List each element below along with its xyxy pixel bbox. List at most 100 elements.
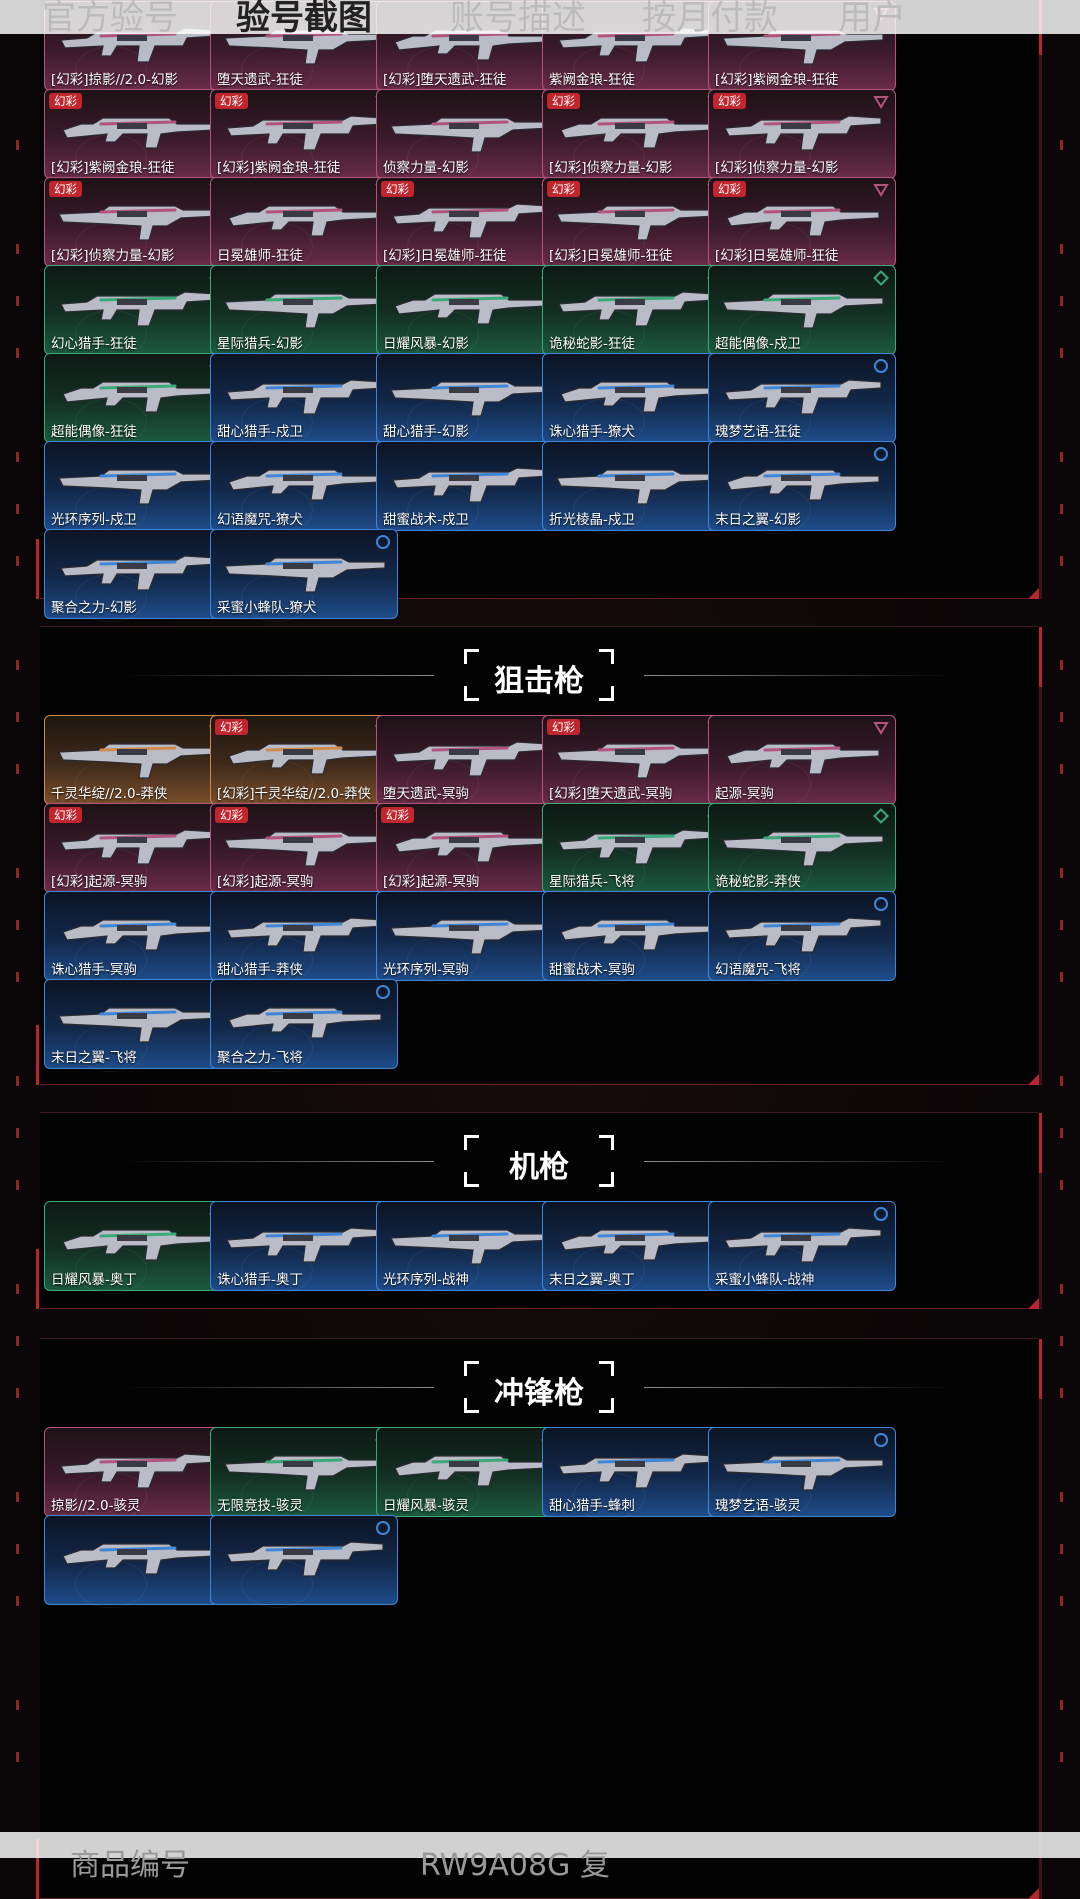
weapon-image [721,1442,885,1496]
weapon-skin-card[interactable]: 幻语魔咒-獠犬 [210,441,398,534]
weapon-skin-name: 超能偶像-戍卫 [715,336,801,352]
decoration-dash [1060,1336,1063,1346]
weapon-skin-name: 诛心猎手-獠犬 [549,424,635,440]
chroma-badge: 幻彩 [215,807,248,823]
weapon-skin-name: 起源-冥驹 [715,786,774,802]
tab-5[interactable]: 用户 [838,0,906,38]
weapon-skin-card[interactable]: 日耀风暴-骇灵 [376,1427,564,1520]
weapon-skin-card[interactable]: 诛心猎手-獠犬 [542,353,730,446]
decoration-dash [16,1492,19,1502]
weapon-skin-card[interactable]: 千灵华绽//2.0-莽侠 [44,715,232,808]
weapon-skin-card[interactable]: 光环序列-戍卫 [44,441,232,534]
weapon-skin-card[interactable]: 采蜜小蜂队-战神 [708,1201,896,1294]
weapon-skin-card[interactable]: 堕天遗武-冥驹 [376,715,564,808]
weapon-skin-name: 采蜜小蜂队-獠犬 [217,600,317,616]
weapon-skin-card[interactable]: 瑰梦艺语-骇灵 [708,1427,896,1520]
panel-corner-bl [36,1839,39,1899]
weapon-skin-card[interactable]: 超能偶像-戍卫 [708,265,896,358]
weapon-skin-card[interactable]: 掠影//2.0-骇灵 [44,1427,232,1520]
weapon-skin-card[interactable]: 幻彩[幻彩]紫阙金琅-狂徒 [44,89,232,182]
weapon-skin-card[interactable]: 甜心猎手-蜂刺 [542,1427,730,1520]
weapon-skin-card[interactable]: 甜心猎手-幻影 [376,353,564,446]
weapon-section-1: [幻彩]掠影//2.0-幻影堕天遗武-狂徒[幻彩]堕天遗武-狂徒紫阙金琅-狂徒[… [36,0,1042,622]
weapon-skin-card[interactable]: 甜心猎手-戍卫 [210,353,398,446]
weapon-skin-card[interactable]: 幻彩[幻彩]日冕雄师-狂徒 [542,177,730,270]
weapon-skin-card[interactable]: 聚合之力-幻影 [44,529,232,622]
weapon-skin-card[interactable]: 幻彩[幻彩]紫阙金琅-狂徒 [210,89,398,182]
weapon-skin-card[interactable]: 光环序列-战神 [376,1201,564,1294]
decoration-dash [1060,1544,1063,1554]
weapon-skin-card[interactable]: 末日之翼-飞将 [44,979,232,1072]
weapon-skin-card[interactable] [44,1515,232,1608]
weapon-skin-card[interactable]: 末日之翼-奥丁 [542,1201,730,1294]
weapon-skin-card[interactable]: 幻彩[幻彩]堕天遗武-冥驹 [542,715,730,808]
weapon-skin-card[interactable]: 聚合之力-飞将 [210,979,398,1072]
panel-bottom-line [40,1084,1038,1085]
weapon-skin-name: 折光棱晶-戍卫 [549,512,635,528]
tab-4[interactable]: 按月付款 [642,0,778,38]
weapon-skin-card[interactable]: 诛心猎手-冥驹 [44,891,232,984]
weapon-skin-card[interactable]: 日耀风暴-奥丁 [44,1201,232,1294]
weapon-skin-name: 日耀风暴-幻影 [383,336,469,352]
decoration-dash [16,504,19,514]
weapon-skin-card[interactable]: 星际猎兵-幻影 [210,265,398,358]
weapon-image [555,456,719,510]
weapon-skin-card[interactable]: 起源-冥驹 [708,715,896,808]
weapon-skin-card[interactable]: 瑰梦艺语-狂徒 [708,353,896,446]
tab-3[interactable]: 账号描述 [450,0,586,38]
weapon-skin-card[interactable]: 幻心猎手-狂徒 [44,265,232,358]
right-decoration [1050,0,1074,1858]
weapon-skin-card[interactable]: 诡秘蛇影-莽侠 [708,803,896,896]
weapon-skin-card[interactable]: 甜心猎手-莽侠 [210,891,398,984]
weapon-skin-card[interactable]: 幻彩[幻彩]日冕雄师-狂徒 [708,177,896,270]
weapon-skin-name: 星际猎兵-飞将 [549,874,635,890]
decoration-dash [16,244,19,254]
weapon-image [223,994,387,1048]
chroma-badge: 幻彩 [713,93,746,109]
weapon-skin-card[interactable]: 无限竞技-骇灵 [210,1427,398,1520]
weapon-skin-card[interactable]: 日耀风暴-幻影 [376,265,564,358]
decoration-dash [16,868,19,878]
weapon-skin-card[interactable]: 幻语魔咒-飞将 [708,891,896,984]
weapon-skin-card[interactable]: 侦察力量-幻影 [376,89,564,182]
weapon-skin-card[interactable]: 采蜜小蜂队-獠犬 [210,529,398,622]
decoration-dash [16,712,19,722]
weapon-skin-card[interactable]: 日冕雄师-狂徒 [210,177,398,270]
weapon-skin-name: 光环序列-戍卫 [51,512,137,528]
weapon-skin-card[interactable]: 光环序列-冥驹 [376,891,564,984]
weapon-image [555,280,719,334]
weapon-skin-card[interactable]: 折光棱晶-戍卫 [542,441,730,534]
tab-2[interactable]: 验号截图 [236,0,372,38]
decoration-dash [1060,764,1063,774]
weapon-image [223,456,387,510]
weapon-skin-name: [幻彩]紫阙金琅-狂徒 [217,160,341,176]
weapon-skin-card[interactable] [210,1515,398,1608]
weapon-skin-card[interactable]: 超能偶像-狂徒 [44,353,232,446]
weapon-skin-name: 甜心猎手-莽侠 [217,962,303,978]
weapon-skin-card[interactable]: 末日之翼-幻影 [708,441,896,534]
panel-corner-bl [36,539,39,599]
weapon-image [223,1530,387,1584]
weapon-skin-card[interactable]: 幻彩[幻彩]起源-冥驹 [376,803,564,896]
weapon-skin-card[interactable]: 星际猎兵-飞将 [542,803,730,896]
weapon-skin-card[interactable]: 幻彩[幻彩]日冕雄师-狂徒 [376,177,564,270]
chroma-badge: 幻彩 [547,181,580,197]
weapon-skin-card[interactable]: 幻彩[幻彩]侦察力量-幻影 [708,89,896,182]
weapon-skin-card[interactable]: 幻彩[幻彩]起源-冥驹 [210,803,398,896]
chroma-badge: 幻彩 [381,181,414,197]
weapon-skin-card[interactable]: 幻彩[幻彩]千灵华绽//2.0-莽侠 [210,715,398,808]
weapon-image [389,818,553,872]
weapon-skin-card[interactable]: 诛心猎手-奥丁 [210,1201,398,1294]
weapon-skin-name: [幻彩]起源-冥驹 [51,874,148,890]
weapon-skin-card[interactable]: 甜蜜战术-冥驹 [542,891,730,984]
tab-1[interactable]: 官方验号 [42,0,178,38]
product-id-value: RW9A08G 复 [420,1848,610,1883]
weapon-skin-card[interactable]: 诡秘蛇影-狂徒 [542,265,730,358]
weapon-image [721,1216,885,1270]
section-header: 冲锋枪 [40,1361,1038,1413]
weapon-skin-card[interactable]: 幻彩[幻彩]起源-冥驹 [44,803,232,896]
weapon-skin-card[interactable]: 幻彩[幻彩]侦察力量-幻影 [44,177,232,270]
weapon-skin-name: 甜蜜战术-冥驹 [549,962,635,978]
weapon-skin-card[interactable]: 甜蜜战术-戍卫 [376,441,564,534]
weapon-skin-card[interactable]: 幻彩[幻彩]侦察力量-幻影 [542,89,730,182]
